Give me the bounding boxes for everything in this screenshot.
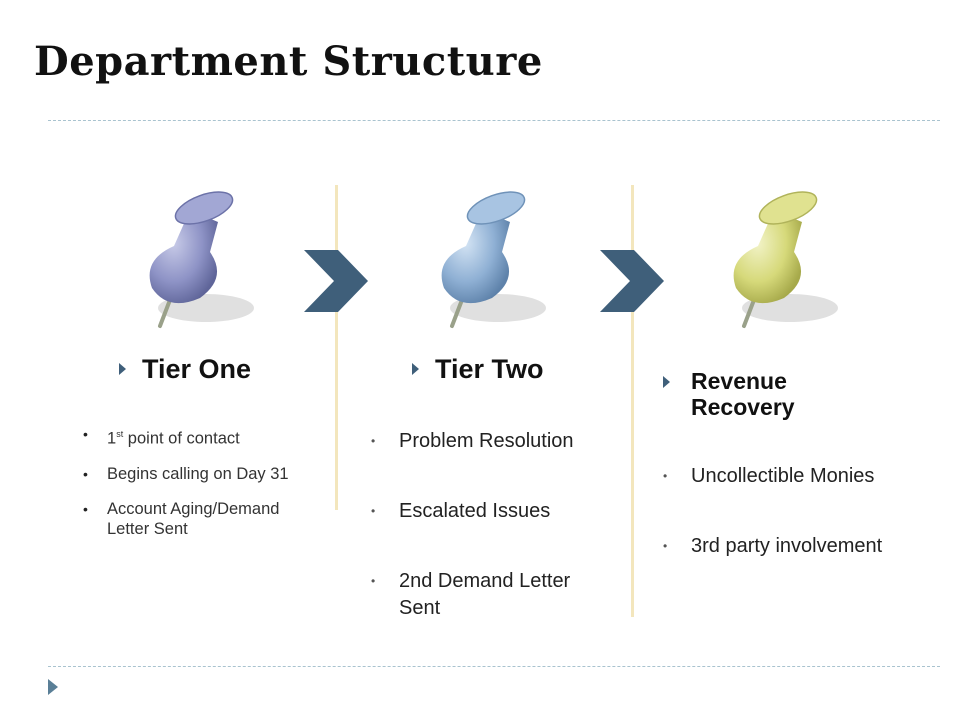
list-item: •3rd party involvement [663,535,883,557]
tier-one-list: •1st point of contact •Begins calling on… [83,424,317,554]
list-item-text: Account Aging/Demand Letter Sent [107,499,280,538]
list-item: •Uncollectible Monies [663,465,875,487]
list-item-sup: st [116,429,124,439]
list-item: •1st point of contact [83,426,240,448]
revenue-recovery-list: •Uncollectible Monies •3rd party involve… [663,463,906,560]
chevron-right-icon [304,250,368,312]
column-divider [335,185,338,510]
list-item-text: Problem Resolution [399,430,574,452]
list-item-text: Uncollectible Monies [691,465,875,487]
list-item-prefix: 1 [107,429,117,448]
list-item: •2nd Demand Letter Sent [371,570,571,619]
pushpin-icon [733,191,838,328]
page-title: Department Structure [34,38,543,85]
footer-arrow-icon [48,679,58,695]
tier-heading-label: Tier Two [435,354,544,384]
list-item-text: Escalated Issues [399,500,551,522]
bottom-divider [48,666,940,667]
pushpin-icon [149,191,254,328]
triangle-bullet-icon [412,362,419,375]
list-item-text: 3rd party involvement [691,535,883,557]
tier-heading: Revenue Recovery [663,368,863,420]
triangle-bullet-icon [663,376,670,388]
list-item: •Problem Resolution [371,430,574,452]
tier-two-list: •Problem Resolution •Escalated Issues •2… [371,428,614,622]
tier-heading-label: Tier One [142,354,252,384]
column-divider [631,185,634,617]
list-item: •Escalated Issues [371,500,551,522]
top-divider [48,120,940,121]
list-item-text: Begins calling on Day 31 [107,464,289,483]
chevron-right-icon [600,250,664,312]
tier-heading-label: Revenue Recovery [691,368,795,420]
pushpin-icon [441,191,546,328]
list-item: •Account Aging/Demand Letter Sent [83,499,280,538]
list-item-text: 2nd Demand Letter Sent [399,570,571,619]
triangle-bullet-icon [119,362,126,375]
tier-heading: Tier Two [412,354,544,385]
list-item: •Begins calling on Day 31 [83,464,289,483]
tier-heading: Tier One [119,354,251,385]
list-item-text: point of contact [127,429,240,448]
